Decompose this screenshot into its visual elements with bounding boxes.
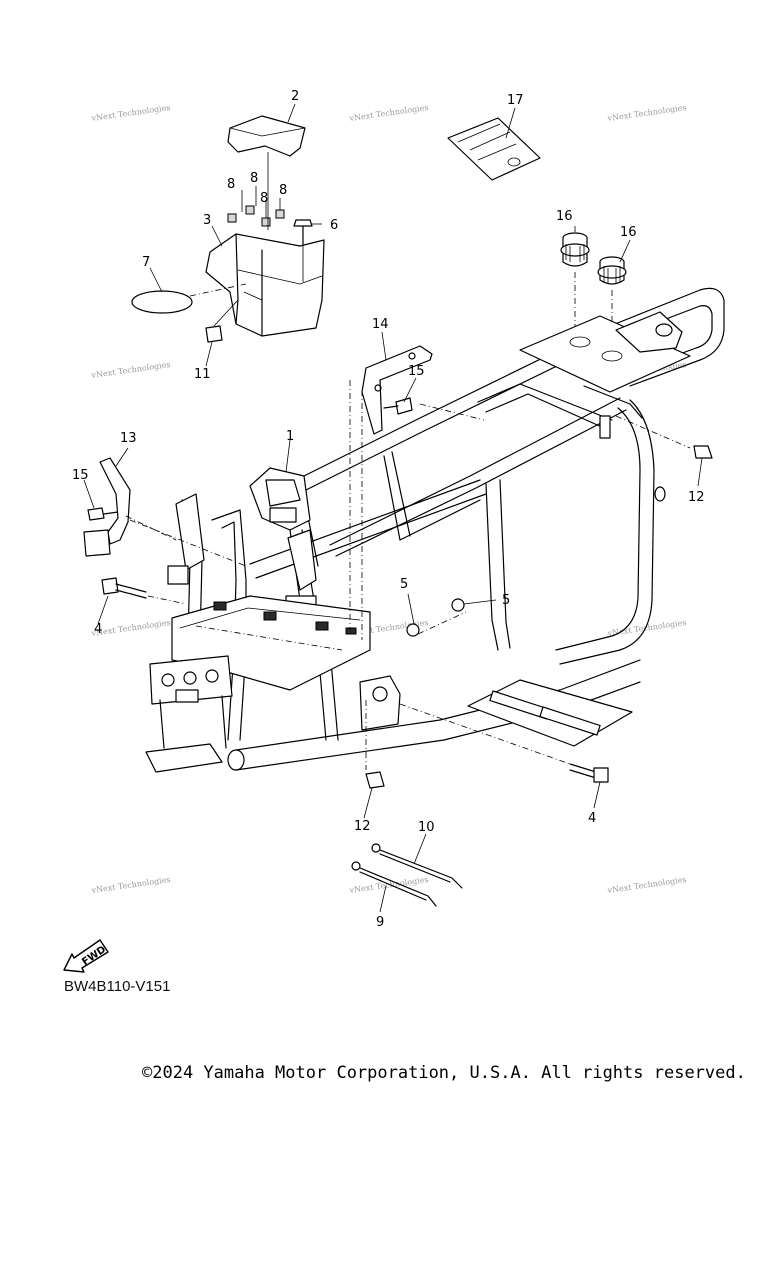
part-battery-cover (227, 115, 306, 157)
part-bolt-4a (101, 577, 187, 605)
callout-1: 1 (286, 429, 294, 444)
diagram-code: BW4B110-V151 (64, 978, 171, 995)
part-tool-pouch (447, 117, 541, 181)
callout-8: 8 (279, 183, 287, 198)
callout-17: 17 (507, 93, 524, 108)
part-bolt-15b (87, 507, 119, 521)
part-main-frame (145, 287, 725, 773)
part-cable-tie-9 (351, 861, 437, 907)
callout-9: 9 (376, 915, 384, 930)
callout-12: 12 (688, 490, 705, 505)
watermark: vNext Technologies (606, 618, 687, 638)
watermark: vNext Technologies (606, 103, 687, 123)
part-bracket-14 (361, 345, 433, 435)
callout-10: 10 (418, 820, 435, 835)
callout-14: 14 (372, 317, 389, 332)
watermark: vNext Technologies (90, 360, 171, 380)
callout-2: 2 (291, 89, 299, 104)
callout-labels: 2 17 8 8 8 8 3 6 7 11 16 16 14 15 1 13 1… (72, 89, 705, 930)
callout-15: 15 (72, 468, 89, 483)
callout-13: 13 (120, 431, 137, 446)
callout-15: 15 (408, 364, 425, 379)
callout-4: 4 (94, 622, 102, 637)
watermark: vNext Technologies (348, 103, 429, 123)
callout-3: 3 (203, 213, 211, 228)
callout-16: 16 (620, 225, 637, 240)
callout-5: 5 (400, 577, 408, 592)
part-cable-tie-10 (371, 843, 463, 889)
part-bolt-15a (383, 397, 413, 415)
part-bracket-13 (83, 457, 131, 557)
callout-6: 6 (330, 218, 338, 233)
part-bolt-4b (569, 763, 609, 783)
callout-8: 8 (227, 177, 235, 192)
watermark: vNext Technologies (90, 875, 171, 895)
callout-12: 12 (354, 819, 371, 834)
watermark: vNext Technologies (348, 875, 429, 895)
dashed-guides (125, 380, 691, 770)
leader-lines (83, 103, 703, 913)
callout-8: 8 (250, 171, 258, 186)
part-grommet-a (560, 232, 590, 330)
watermark: vNext Technologies (606, 875, 687, 895)
callout-4: 4 (588, 811, 596, 826)
fwd-arrow-icon: FWD (63, 939, 109, 973)
watermark: vNext Technologies (90, 103, 171, 123)
copyright-notice: ©2024 Yamaha Motor Corporation, U.S.A. A… (142, 1063, 746, 1083)
callout-7: 7 (142, 255, 150, 270)
part-clip-12a (693, 445, 713, 459)
callout-8: 8 (260, 191, 268, 206)
part-screw-6 (293, 219, 313, 282)
callout-11: 11 (194, 367, 211, 382)
part-battery-box (205, 152, 325, 337)
part-clip-12b (365, 771, 385, 789)
callout-16: 16 (556, 209, 573, 224)
part-clip-11 (205, 299, 239, 343)
part-band (131, 290, 193, 314)
callout-5: 5 (502, 593, 510, 608)
